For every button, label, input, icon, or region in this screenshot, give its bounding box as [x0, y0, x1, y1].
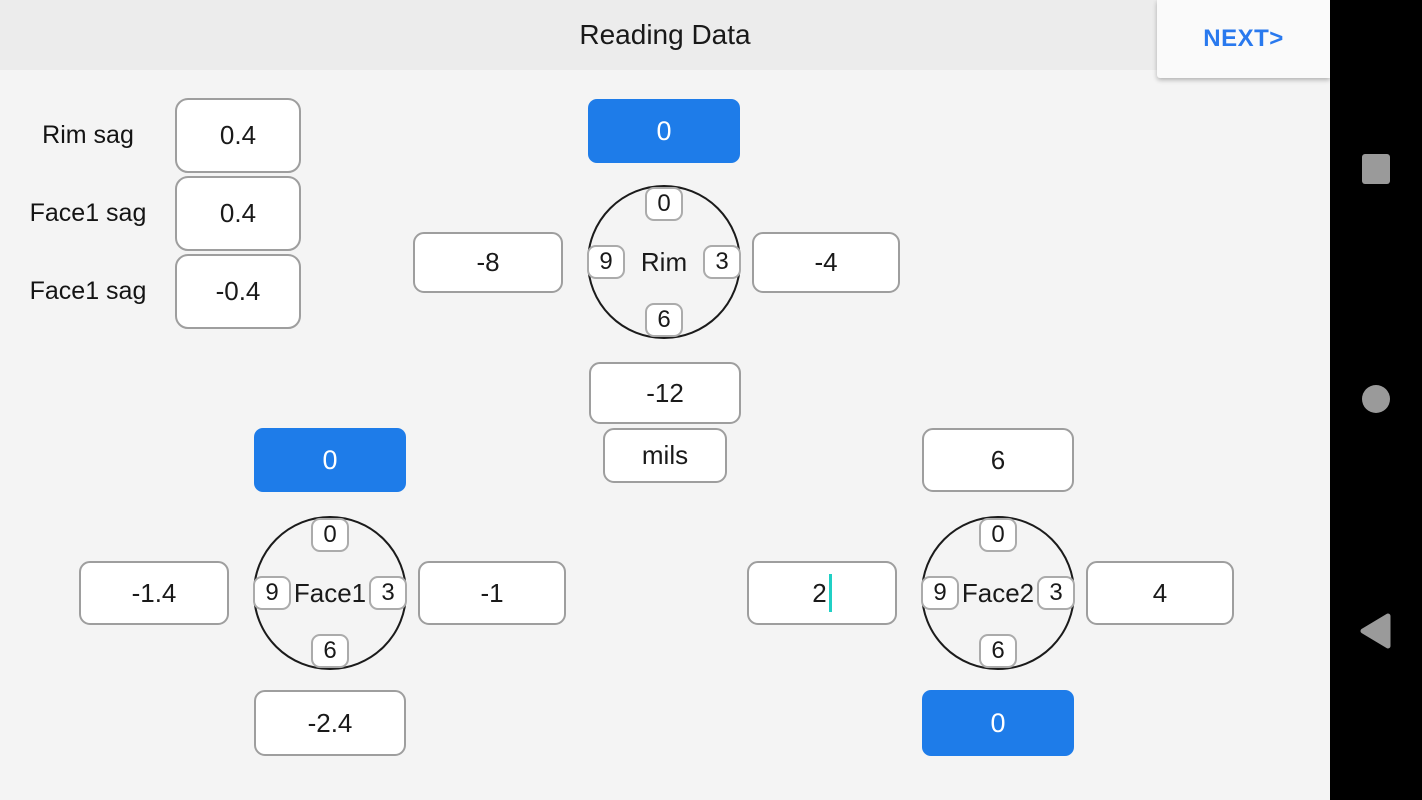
- rim-sag-field[interactable]: 0.4: [175, 98, 301, 173]
- face2-top-reading-field[interactable]: 6: [922, 428, 1074, 492]
- units-box: mils: [603, 428, 727, 483]
- face1-clock-6[interactable]: 6: [311, 634, 349, 668]
- face2-dial-label: Face2: [961, 577, 1035, 608]
- next-button[interactable]: NEXT>: [1157, 0, 1330, 78]
- face1-left-reading-field[interactable]: -1.4: [79, 561, 229, 625]
- home-icon[interactable]: [1362, 385, 1390, 413]
- face2-bottom-reading-button[interactable]: 0: [922, 690, 1074, 756]
- rim-clock-9[interactable]: 9: [587, 245, 625, 279]
- rim-clock-3[interactable]: 3: [703, 245, 741, 279]
- app-window: Reading Data NEXT> Rim sag 0.4 Face1 sag…: [0, 0, 1330, 756]
- rim-right-reading-field[interactable]: -4: [752, 232, 900, 293]
- face2-clock-3[interactable]: 3: [1037, 576, 1075, 610]
- face1-sag-field[interactable]: 0.4: [175, 176, 301, 251]
- rim-clock-0[interactable]: 0: [645, 187, 683, 221]
- face2-left-reading-value: 2: [812, 577, 827, 608]
- face2-sag-field[interactable]: -0.4: [175, 254, 301, 329]
- face2-clock-0[interactable]: 0: [979, 518, 1017, 552]
- face1-bottom-reading-field[interactable]: -2.4: [254, 690, 406, 756]
- face2-clock-9[interactable]: 9: [921, 576, 959, 610]
- sag-row-label: Face1 sag: [29, 277, 147, 305]
- android-nav-bar: [1330, 0, 1422, 800]
- text-cursor: [828, 574, 832, 612]
- rim-top-reading-button[interactable]: 0: [588, 99, 740, 163]
- face1-right-reading-field[interactable]: -1: [418, 561, 566, 625]
- face2-right-reading-field[interactable]: 4: [1086, 561, 1234, 625]
- face1-top-reading-button[interactable]: 0: [254, 428, 406, 492]
- face1-dial-label: Face1: [293, 577, 367, 608]
- rim-bottom-reading-field[interactable]: -12: [589, 362, 741, 424]
- face2-clock-6[interactable]: 6: [979, 634, 1017, 668]
- back-icon[interactable]: [1357, 611, 1395, 651]
- sag-row-label: Face1 sag: [29, 199, 147, 227]
- face2-left-reading-field-focused[interactable]: 2: [747, 561, 897, 625]
- top-app-bar: Reading Data: [0, 0, 1330, 70]
- face1-clock-0[interactable]: 0: [311, 518, 349, 552]
- rim-dial-label: Rim: [640, 246, 688, 277]
- face1-clock-9[interactable]: 9: [253, 576, 291, 610]
- sag-row-label: Rim sag: [42, 121, 134, 149]
- page-title: Reading Data: [579, 19, 751, 50]
- next-button-label: NEXT>: [1203, 25, 1284, 52]
- rim-left-reading-field[interactable]: -8: [413, 232, 563, 293]
- rim-clock-6[interactable]: 6: [645, 303, 683, 337]
- recent-apps-icon[interactable]: [1362, 154, 1390, 184]
- face1-clock-3[interactable]: 3: [369, 576, 407, 610]
